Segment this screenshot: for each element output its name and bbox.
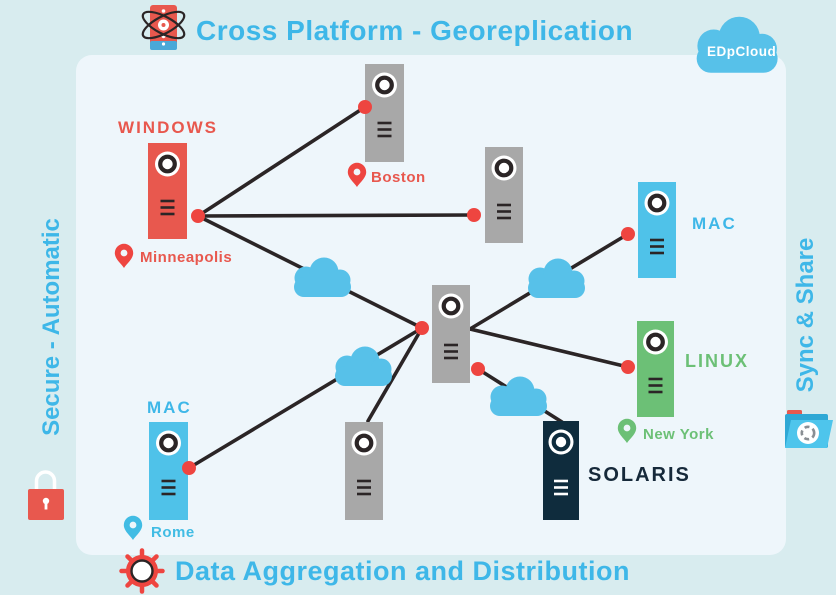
solaris-os-label: SOLARIS <box>588 464 691 486</box>
endpoint-dots <box>182 100 635 475</box>
server-boston <box>365 64 404 162</box>
windows-os-label: WINDOWS <box>118 118 218 137</box>
padlock-icon <box>28 470 64 520</box>
footer-title: Data Aggregation and Distribution <box>175 556 630 586</box>
minneapolis-location-label: Minneapolis <box>140 249 233 266</box>
right-rail-label: Sync & Share <box>792 237 819 393</box>
server-gray-south <box>345 422 383 520</box>
left-rail-label: Secure - Automatic <box>38 218 65 436</box>
server-hub-center <box>432 285 470 383</box>
sync-folder-icon <box>785 410 833 448</box>
server-mac-east <box>638 182 676 278</box>
link-windows-boston <box>196 105 367 218</box>
mac-rome-os-label: MAC <box>147 398 192 417</box>
link-hub-macrome <box>187 326 424 470</box>
server-windows <box>148 143 187 239</box>
server-linux <box>637 321 674 417</box>
link-hub-linux <box>468 327 630 369</box>
gear-wheel-icon <box>119 548 165 594</box>
server-mac-rome <box>149 422 188 520</box>
newyork-location-label: New York <box>643 426 714 443</box>
linux-os-label: LINUX <box>685 351 749 371</box>
server-solaris <box>543 421 579 520</box>
server-gray-east <box>485 147 523 243</box>
boston-location-label: Boston <box>371 169 426 186</box>
mac-east-os-label: MAC <box>692 214 737 233</box>
rome-location-label: Rome <box>151 524 195 541</box>
link-windows-gray2 <box>196 213 476 218</box>
atom-server-icon <box>141 5 186 50</box>
link-hub-bottomserver <box>366 326 424 423</box>
page-title: Cross Platform - Georeplication <box>196 15 634 46</box>
edpcloud-label: EDpCloud <box>707 44 777 59</box>
